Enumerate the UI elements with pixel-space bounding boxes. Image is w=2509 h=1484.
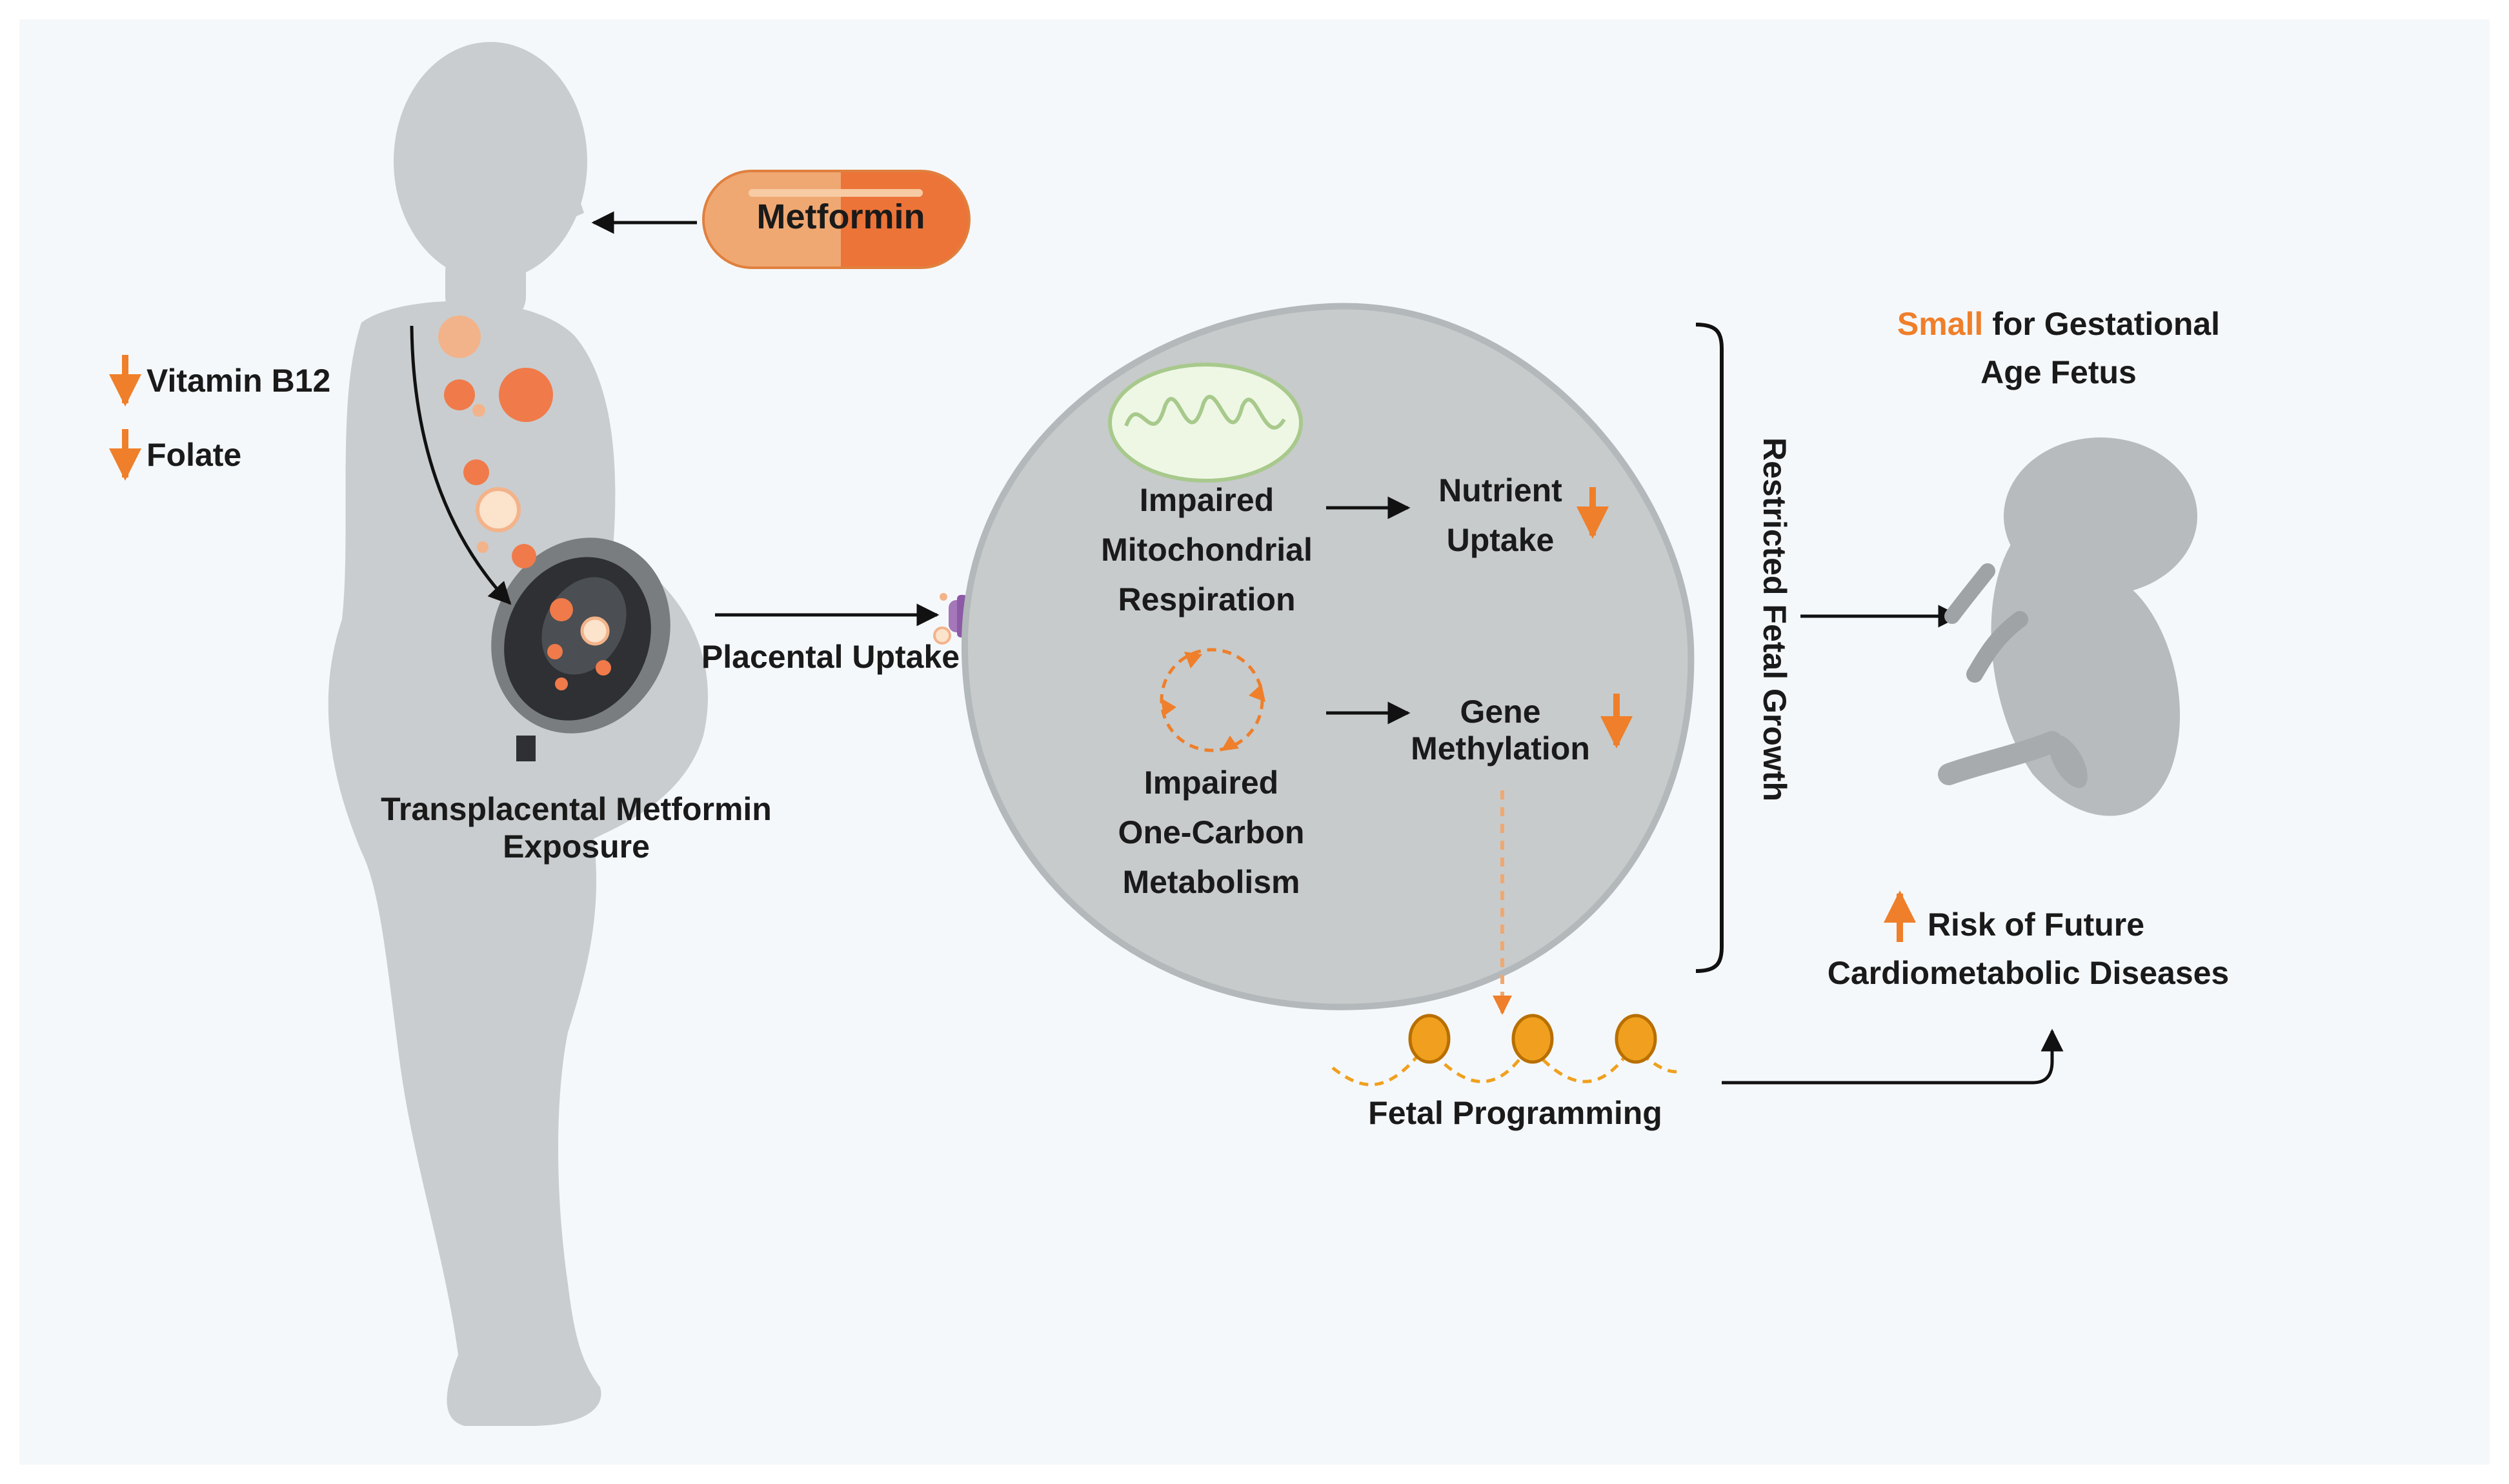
- programming-to-risk-arrow: [1722, 1028, 2064, 1085]
- mito-label-line2: Mitochondrial: [1101, 532, 1313, 568]
- sga-small-word: Small: [1897, 306, 1984, 342]
- vitamin-b12-label: Vitamin B12: [146, 363, 331, 399]
- risk-label-line2: Cardiometabolic Diseases: [1827, 955, 2230, 991]
- mitochondrion-icon: [1108, 363, 1303, 483]
- transplacental-label-line2: Exposure: [503, 828, 650, 865]
- folate-label: Folate: [146, 437, 242, 473]
- fetal-programming-label: Fetal Programming: [1368, 1095, 1662, 1131]
- nucleosomes-icon: [1408, 1014, 1657, 1064]
- sga-label-line1: Small for Gestational: [1897, 299, 2220, 349]
- mito-label-line3: Respiration: [1118, 581, 1296, 617]
- nutrient-particles: [438, 316, 611, 690]
- metformin-label: Metformin: [756, 197, 925, 236]
- sga-label-line2: Age Fetus: [1980, 354, 2137, 390]
- fetus-figure: [1938, 437, 2197, 816]
- mito-label-line1: Impaired: [1139, 482, 1275, 518]
- gene-label-line2: Methylation: [1411, 730, 1590, 767]
- sga-rest-text: for Gestational: [1983, 306, 2221, 342]
- restricted-growth-bracket: [1695, 323, 1724, 973]
- ingestion-arrow: [410, 325, 512, 605]
- placental-uptake-label: Placental Uptake: [701, 639, 960, 675]
- onecarbon-label-line3: Metabolism: [1122, 864, 1300, 900]
- onecarbon-label-line2: One-Carbon: [1118, 814, 1305, 850]
- nutrient-label-line1: Nutrient: [1438, 472, 1562, 508]
- umbilical-stub: [516, 736, 536, 761]
- cycle-arrowheads: [1161, 652, 1265, 751]
- nutrient-label-line2: Uptake: [1446, 522, 1555, 558]
- transplacental-label-line1: Transplacental Metformin: [381, 791, 772, 827]
- metformin-pill: [702, 170, 971, 269]
- gene-label-line1: Gene: [1460, 694, 1541, 730]
- risk-label-line1: Risk of Future: [1927, 907, 2145, 943]
- restricted-growth-label: Restricted Fetal Growth: [1757, 437, 1793, 801]
- cell-body: [961, 303, 1695, 1010]
- onecarbon-label-line1: Impaired: [1144, 765, 1279, 801]
